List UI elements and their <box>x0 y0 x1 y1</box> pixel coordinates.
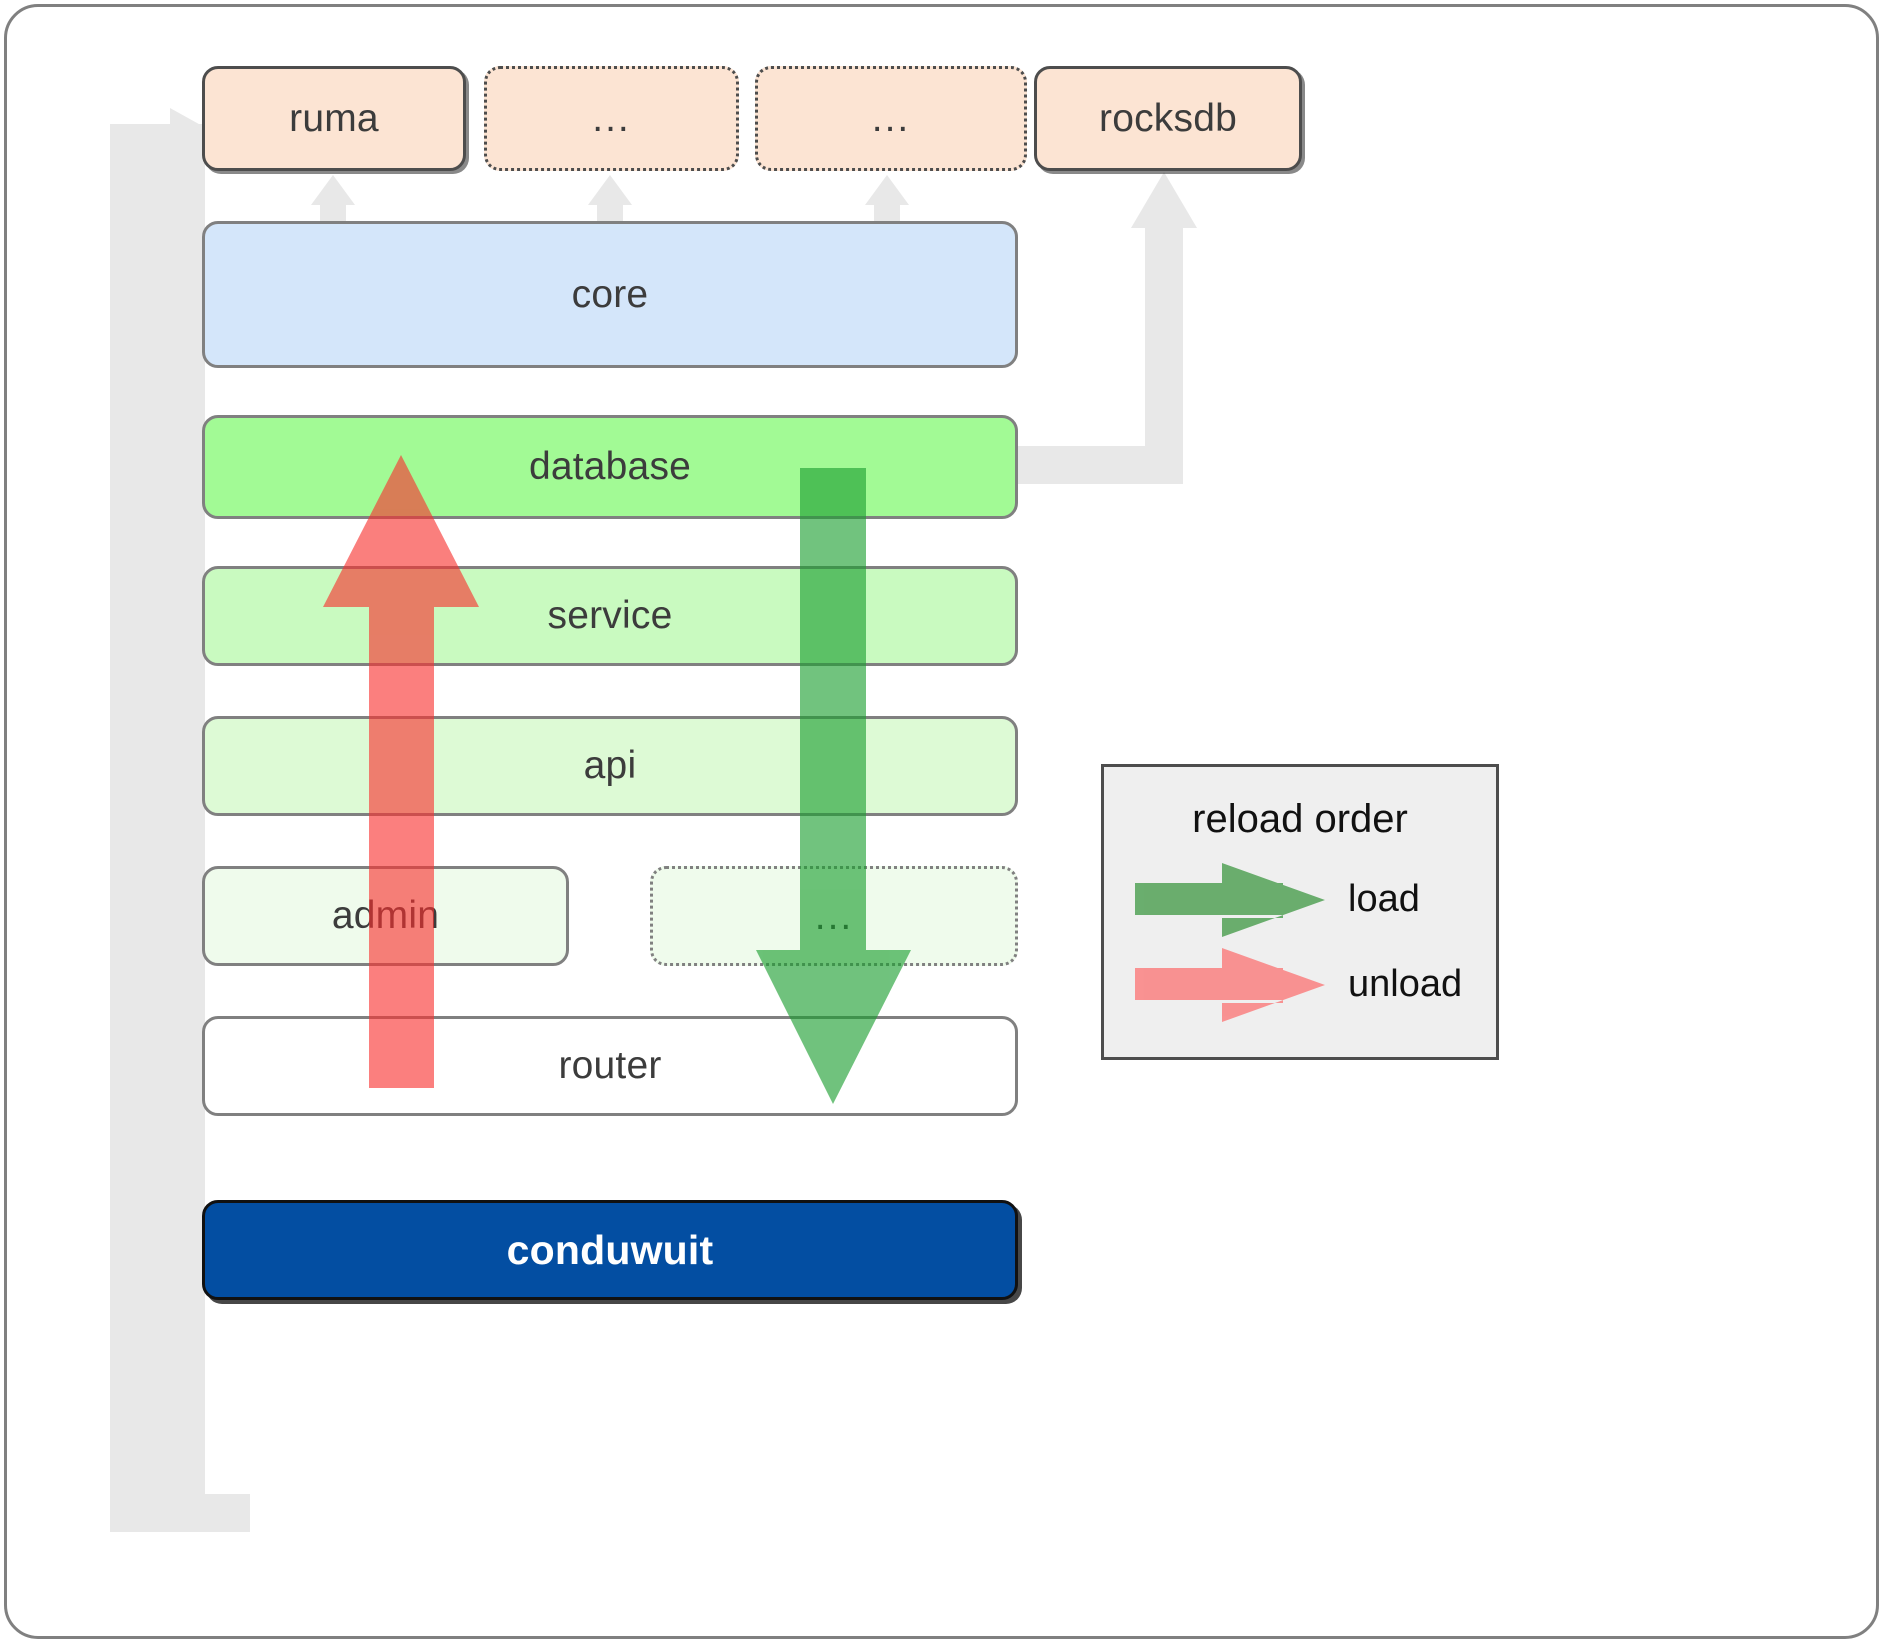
legend-panel: reload order <box>1101 764 1499 1060</box>
layer-label: router <box>558 1044 662 1087</box>
layer-label: service <box>547 594 673 637</box>
application-label: conduwuit <box>506 1226 714 1273</box>
layer-box-service[interactable]: service <box>202 566 1018 666</box>
application-box-conduwuit[interactable]: conduwuit <box>202 1200 1018 1300</box>
dependency-label: rocksdb <box>1099 96 1237 140</box>
layer-box-router[interactable]: router <box>202 1016 1018 1116</box>
layer-box-admin[interactable]: admin <box>202 866 569 966</box>
layer-label: ... <box>814 894 854 938</box>
dependency-box-ellipsis-2[interactable]: ... <box>755 66 1027 171</box>
layer-box-api[interactable]: api <box>202 716 1018 816</box>
legend-label-unload: unload <box>1348 963 1463 1005</box>
dependency-box-ellipsis-1[interactable]: ... <box>484 66 739 171</box>
legend-label-load: load <box>1348 878 1420 920</box>
dependency-box-rocksdb[interactable]: rocksdb <box>1034 66 1302 171</box>
layer-box-database[interactable]: database <box>202 415 1018 519</box>
layer-label: core <box>571 272 649 316</box>
layer-box-ellipsis[interactable]: ... <box>650 866 1018 966</box>
dependency-label: ruma <box>289 96 379 140</box>
layer-box-core[interactable]: core <box>202 221 1018 368</box>
dependency-box-ruma[interactable]: ruma <box>202 66 466 171</box>
dependency-label: ... <box>592 97 631 140</box>
layer-label: api <box>583 744 637 787</box>
layer-label: admin <box>331 894 440 937</box>
layer-label: database <box>528 445 692 488</box>
dependency-label: ... <box>871 97 911 140</box>
legend-title: reload order <box>1192 797 1408 841</box>
